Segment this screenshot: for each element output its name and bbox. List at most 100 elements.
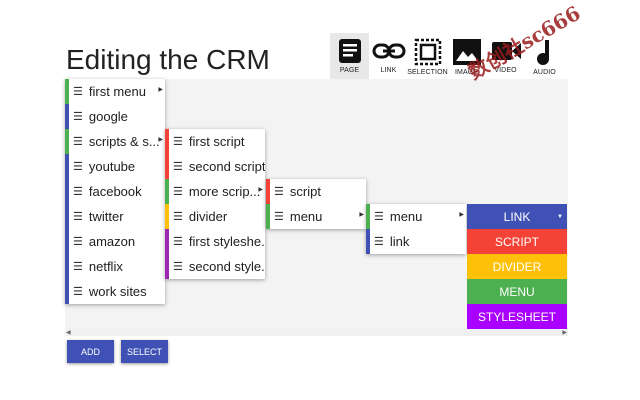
toolbar-image[interactable]: IMAGE <box>447 33 486 80</box>
add-button[interactable]: ADD <box>67 340 114 363</box>
type-option-link[interactable]: LINK ▼ <box>467 204 567 229</box>
toolbar-label: PAGE <box>339 67 360 74</box>
drag-handle-icon[interactable]: ☰ <box>274 186 284 198</box>
menu-item[interactable]: ☰ more scrip...▶ <box>165 179 265 204</box>
drag-handle-icon[interactable]: ☰ <box>73 286 83 298</box>
video-icon <box>491 42 521 60</box>
toolbar-label: IMAGE <box>454 69 479 76</box>
drag-handle-icon[interactable]: ☰ <box>73 136 83 148</box>
menu-item-label: netflix <box>88 259 123 274</box>
menu-item[interactable]: ☰ scripts & s...▶ <box>65 129 165 154</box>
type-option-script[interactable]: SCRIPT <box>467 229 567 254</box>
drag-handle-icon[interactable]: ☰ <box>173 161 183 173</box>
menu-item[interactable]: ☰ menu ▶ <box>366 204 466 229</box>
drag-handle-icon[interactable]: ☰ <box>173 261 183 273</box>
menu-item-label: scripts & s... <box>88 134 160 149</box>
menu-item[interactable]: ☰ first script <box>165 129 265 154</box>
menu-item-label: google <box>88 109 128 124</box>
drag-handle-icon[interactable]: ☰ <box>73 86 83 98</box>
menu-item[interactable]: ☰ divider <box>165 204 265 229</box>
drag-handle-icon[interactable]: ☰ <box>274 211 284 223</box>
toolbar-page[interactable]: PAGE <box>330 33 369 80</box>
menu-item[interactable]: ☰ first menu ▶ <box>65 79 165 104</box>
toolbar-video[interactable]: VIDEO <box>486 33 525 80</box>
toolbar-audio[interactable]: AUDIO <box>525 33 564 80</box>
menu-column: ☰first menu▶☰google☰scripts & s...▶☰yout… <box>65 79 165 304</box>
type-option-label: DIVIDER <box>492 259 542 274</box>
drag-handle-icon[interactable]: ☰ <box>73 111 83 123</box>
menu-item[interactable]: ☰ script <box>266 179 366 204</box>
drag-handle-icon[interactable]: ☰ <box>374 236 384 248</box>
menu-item[interactable]: ☰ second script <box>165 154 265 179</box>
type-option-label: LINK <box>503 209 531 224</box>
content-type-toolbar: PAGE LINK SELECTION IMAGE VIDEO AUDIO <box>330 33 564 80</box>
toolbar-label: SELECTION <box>407 69 448 76</box>
type-option-menu[interactable]: MENU <box>467 279 567 304</box>
drag-handle-icon[interactable]: ☰ <box>73 236 83 248</box>
menu-column: ☰ first script ☰ second script ☰ more scrip..… <box>165 129 265 279</box>
selection-icon <box>414 38 441 66</box>
dropdown-arrow-icon[interactable]: ▼ <box>557 213 563 220</box>
menu-item-label: menu <box>389 209 423 224</box>
select-button[interactable]: SELECT <box>121 340 168 363</box>
drag-handle-icon[interactable]: ☰ <box>173 136 183 148</box>
menu-item[interactable]: ☰ facebook <box>65 179 165 204</box>
toolbar-selection[interactable]: SELECTION <box>407 33 448 80</box>
image-icon <box>452 39 481 65</box>
menu-item-label: menu <box>289 209 323 224</box>
drag-handle-icon[interactable]: ☰ <box>73 186 83 198</box>
type-option-divider[interactable]: DIVIDER <box>467 254 567 279</box>
menu-item-label: link <box>389 234 410 249</box>
type-selector: LINK ▼ SCRIPT DIVIDER MENU STYLESHEET <box>467 204 567 329</box>
menu-item[interactable]: ☰ link <box>366 229 466 254</box>
menu-column: ☰ script ☰ menu ▶ <box>266 179 366 229</box>
toolbar-label: VIDEO <box>494 67 517 74</box>
menu-item[interactable]: ☰ menu ▶ <box>266 204 366 229</box>
menu-item-label: first script <box>188 134 245 149</box>
menu-item-label: more scrip... <box>188 184 261 199</box>
menu-item[interactable]: ☰ second style... <box>165 254 265 279</box>
drag-handle-icon[interactable]: ☰ <box>173 211 183 223</box>
menu-item[interactable]: ☰ netflix <box>65 254 165 279</box>
toolbar-label: LINK <box>380 67 397 74</box>
scroll-right-icon[interactable]: ▶ <box>562 330 567 336</box>
type-option-label: SCRIPT <box>494 234 539 249</box>
toolbar-link[interactable]: LINK <box>369 33 408 80</box>
drag-handle-icon[interactable]: ☰ <box>173 186 183 198</box>
drag-handle-icon[interactable]: ☰ <box>173 236 183 248</box>
submenu-arrow-icon: ▶ <box>459 212 464 218</box>
menu-item-label: first styleshe... <box>188 234 265 249</box>
type-option-label: MENU <box>499 284 535 299</box>
menu-item-label: second script <box>188 159 265 174</box>
submenu-arrow-icon: ▶ <box>158 87 163 93</box>
menu-item-label: work sites <box>88 284 147 299</box>
menu-item[interactable]: ☰ work sites <box>65 279 165 304</box>
menu-item-label: youtube <box>88 159 136 174</box>
page-title: Editing the CRM <box>66 44 270 75</box>
audio-icon <box>536 40 549 65</box>
menu-item[interactable]: ☰ google <box>65 104 165 129</box>
drag-handle-icon[interactable]: ☰ <box>73 211 83 223</box>
link-icon <box>372 43 405 59</box>
page-icon <box>338 39 361 63</box>
drag-handle-icon[interactable]: ☰ <box>374 211 384 223</box>
drag-handle-icon[interactable]: ☰ <box>73 261 83 273</box>
menu-item-label: script <box>289 184 321 199</box>
submenu-arrow-icon: ▶ <box>359 212 364 218</box>
menu-item[interactable]: ☰ twitter <box>65 204 165 229</box>
menu-item[interactable]: ☰ youtube <box>65 154 165 179</box>
menu-item[interactable]: ☰amazon <box>65 229 165 254</box>
menu-item-label: first menu <box>88 84 146 99</box>
scroll-left-icon[interactable]: ◀ <box>66 330 71 336</box>
menu-item[interactable]: ☰ first styleshe... <box>165 229 265 254</box>
type-option-stylesheet[interactable]: STYLESHEET <box>467 304 567 329</box>
horizontal-scrollbar[interactable]: ◀ ▶ <box>65 328 568 336</box>
submenu-arrow-icon: ▶ <box>258 187 263 193</box>
menu-column: ☰ menu ▶ ☰ link <box>366 204 466 254</box>
menu-item-label: twitter <box>88 209 124 224</box>
menu-item-label: facebook <box>88 184 142 199</box>
menu-item-label: divider <box>188 209 228 224</box>
submenu-arrow-icon: ▶ <box>158 137 163 143</box>
menu-item-label: second style... <box>188 259 265 274</box>
drag-handle-icon[interactable]: ☰ <box>73 161 83 173</box>
